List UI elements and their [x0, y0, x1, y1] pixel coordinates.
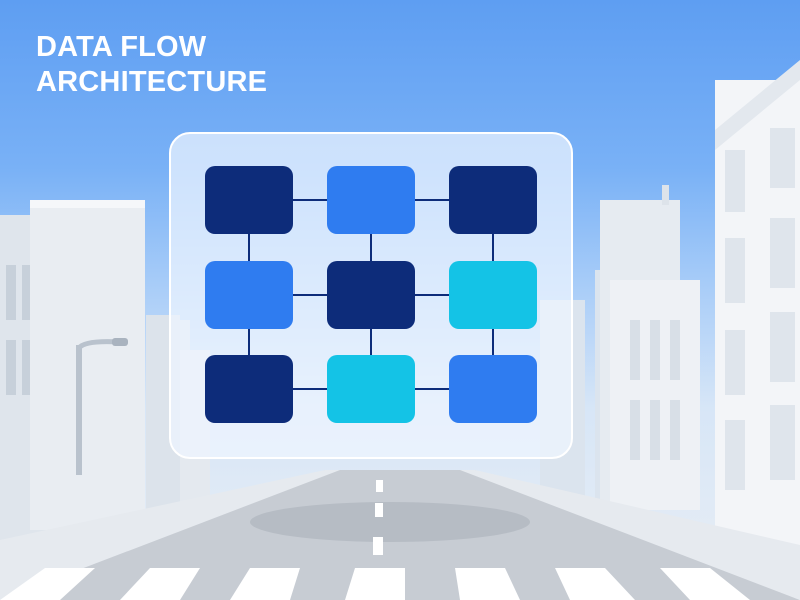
street-lamp	[76, 338, 128, 475]
title-line-2: ARCHITECTURE	[36, 66, 268, 98]
title-line-1: DATA FLOW	[36, 31, 207, 63]
diagram-node-r3-c2	[327, 355, 415, 423]
page-title: DATA FLOW ARCHITECTURE	[36, 30, 267, 100]
diagram-node-r1-c2	[327, 166, 415, 234]
diagram-node-r3-c3	[449, 355, 537, 423]
diagram-node-r3-c1	[205, 355, 293, 423]
diagram-node-r2-c2	[327, 261, 415, 329]
diagram-node-r1-c1	[205, 166, 293, 234]
right-buildings	[600, 60, 800, 550]
data-flow-diagram	[205, 166, 537, 423]
diagram-node-r2-c1	[205, 261, 293, 329]
road	[0, 470, 800, 600]
diagram-node-r2-c3	[449, 261, 537, 329]
diagram-node-r1-c3	[449, 166, 537, 234]
